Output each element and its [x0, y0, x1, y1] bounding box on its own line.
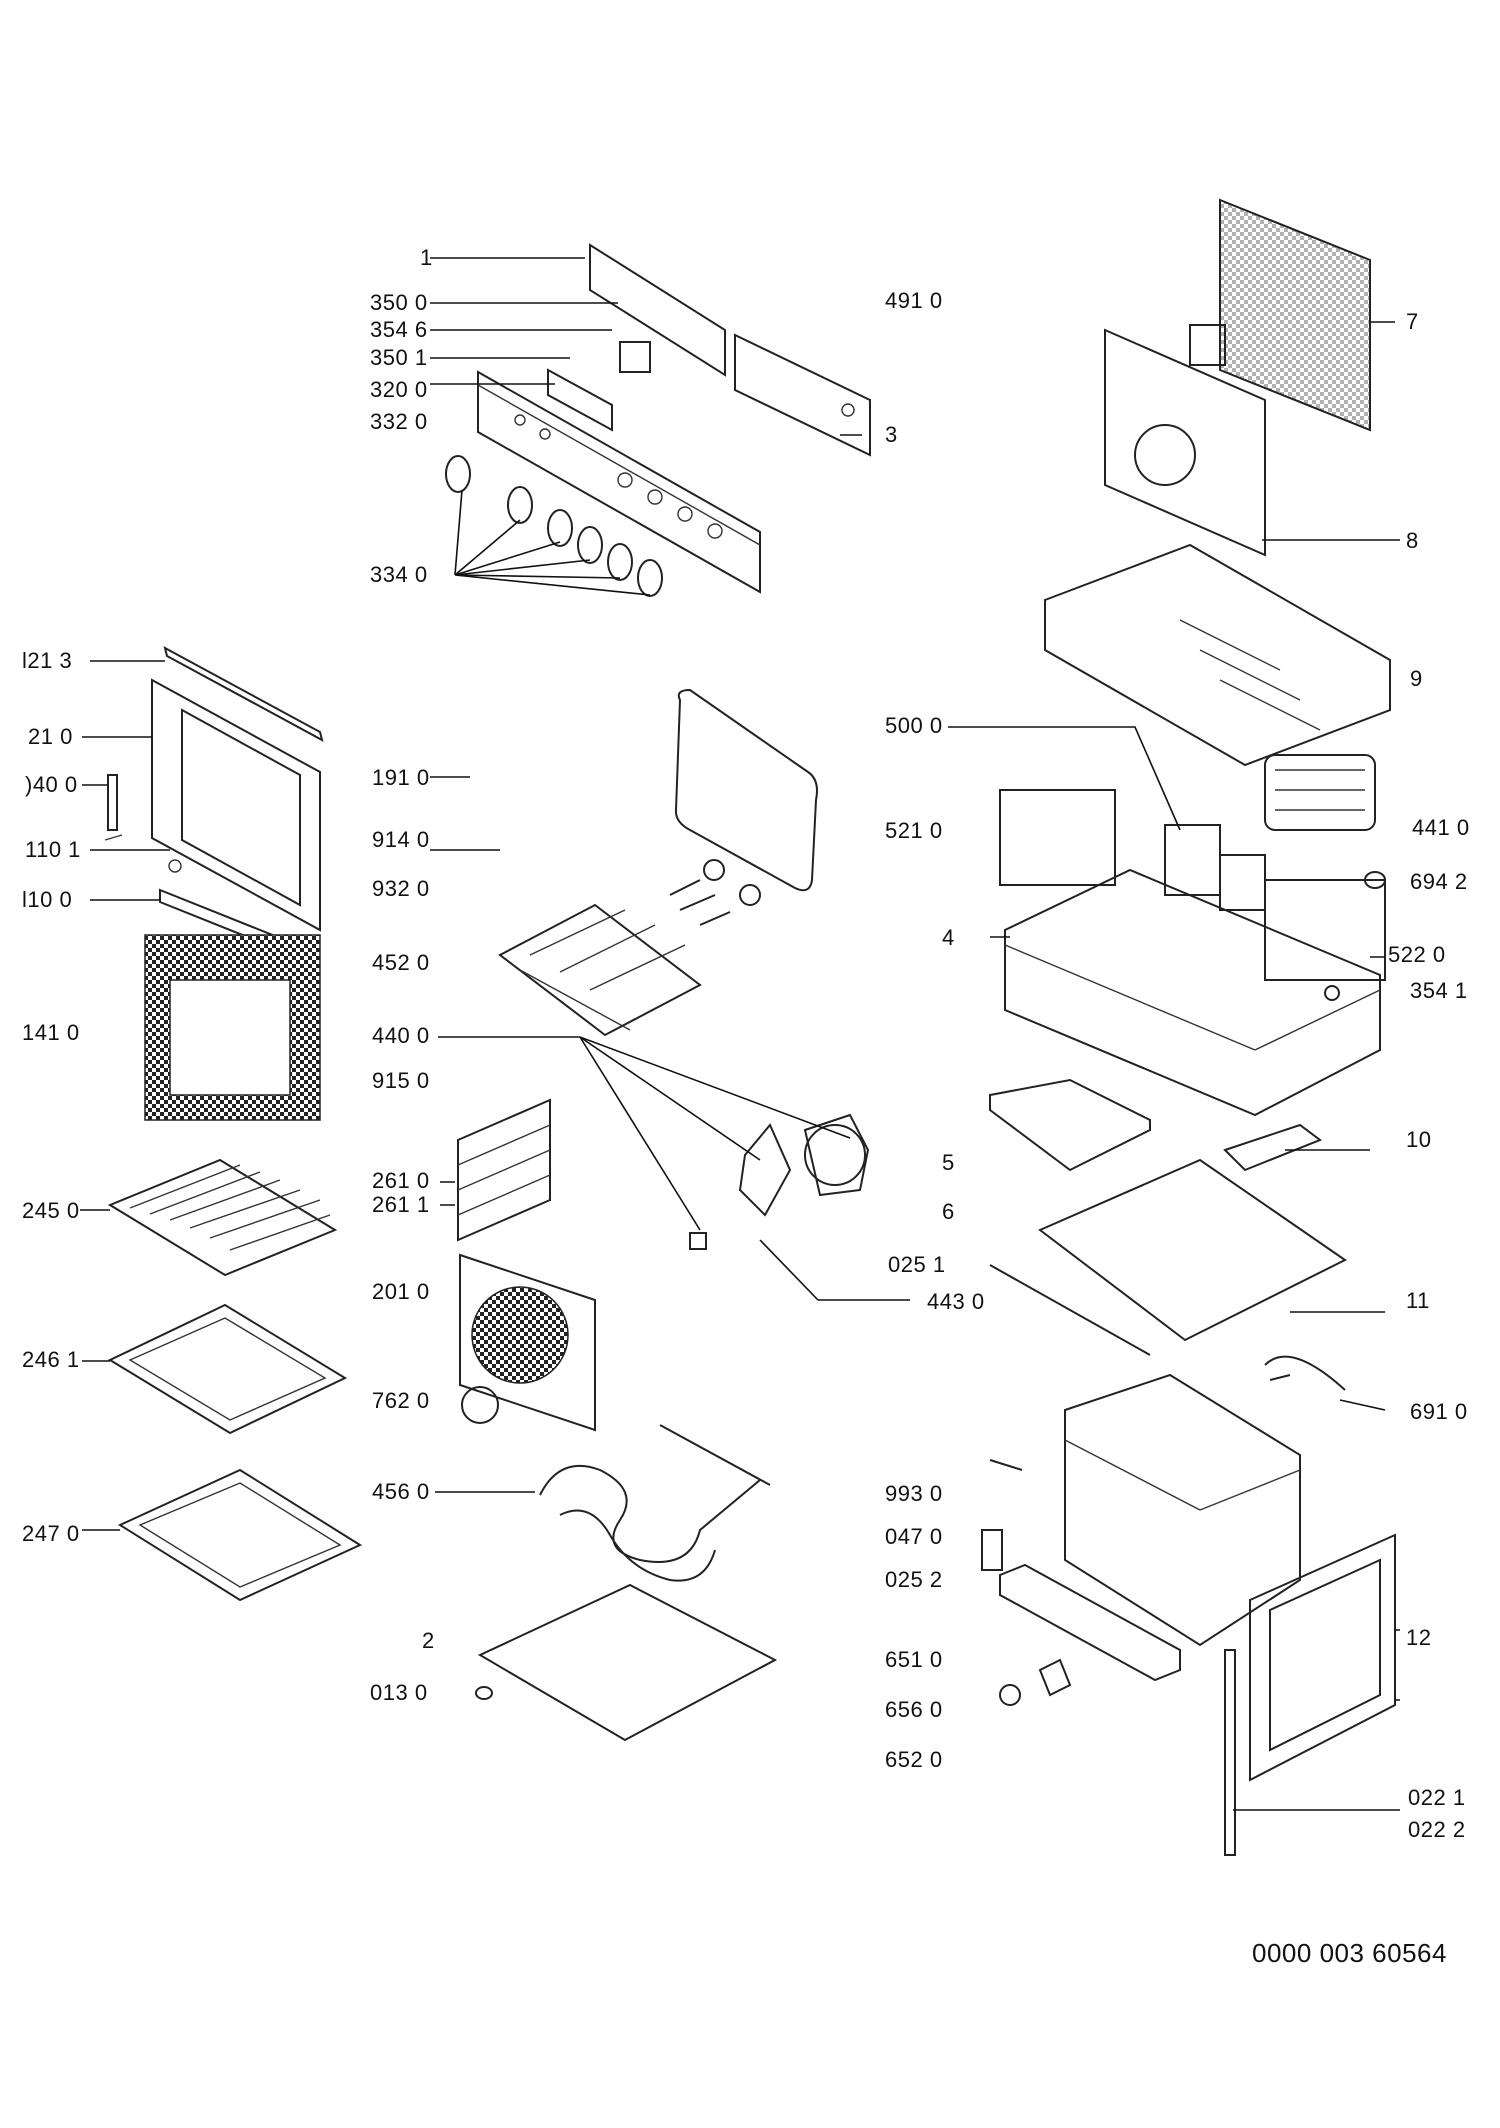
label-245-0: 245 0 [22, 1198, 80, 1223]
label-3: 3 [885, 422, 898, 447]
label-246-1: 246 1 [22, 1347, 80, 1372]
label-110-0: l10 0 [22, 887, 73, 912]
label-11: 11 [1406, 1288, 1430, 1313]
label-993-0: 993 0 [885, 1481, 943, 1506]
label-691-0: 691 0 [1410, 1399, 1468, 1424]
label-261-1: 261 1 [372, 1192, 430, 1217]
side-runners-group [440, 1098, 551, 1242]
label-915-0: 915 0 [372, 1068, 430, 1093]
label-932-0: 932 0 [372, 876, 430, 901]
label-7: 7 [1406, 309, 1419, 334]
label-2: 2 [422, 1628, 435, 1653]
label-452-0: 452 0 [372, 950, 430, 975]
bottom-cover-group [475, 1583, 778, 1742]
back-panel-group [459, 1253, 596, 1432]
label-1: 1 [420, 245, 433, 270]
label-491-0: 491 0 [885, 288, 943, 313]
label-350-1: 350 1 [370, 345, 428, 370]
label-4: 4 [942, 925, 955, 950]
label-320-0: 320 0 [370, 377, 428, 402]
label-443-0: 443 0 [927, 1289, 985, 1314]
label-500-0: 500 0 [885, 713, 943, 738]
heating-element-group [435, 1424, 771, 1582]
label-022-2: 022 2 [1408, 1817, 1466, 1842]
label-191-0: 191 0 [372, 765, 430, 790]
label-247-0: 247 0 [22, 1521, 80, 1546]
cavity-group [981, 1078, 1400, 1856]
label-694-2: 694 2 [1410, 869, 1468, 894]
label-8: 8 [1406, 528, 1419, 553]
label-12: 12 [1406, 1625, 1432, 1650]
label-914-0: 914 0 [372, 827, 430, 852]
label-21-0: 21 0 [28, 724, 73, 749]
label-10: 10 [1406, 1127, 1432, 1152]
label-354-1: 354 1 [1410, 978, 1468, 1003]
door-group [82, 646, 324, 1121]
label-656-0: 656 0 [885, 1697, 943, 1722]
label-022-1: 022 1 [1408, 1785, 1466, 1810]
label-521-0: 521 0 [885, 818, 943, 843]
label-025-1: 025 1 [888, 1252, 946, 1277]
label-762-0: 762 0 [372, 1388, 430, 1413]
label-110-1: 110 1 [25, 837, 81, 862]
label-141-0: 141 0 [22, 1020, 80, 1045]
label-332-0: 332 0 [370, 409, 428, 434]
fan-group [438, 1036, 910, 1301]
label-9: 9 [1410, 666, 1423, 691]
control-panel-group [430, 243, 871, 597]
racks-trays-group [80, 1158, 363, 1602]
label-441-0: 441 0 [1412, 815, 1470, 840]
label-201-0: 201 0 [372, 1279, 430, 1304]
label-334-0: 334 0 [370, 562, 428, 587]
label-121-3: l21 3 [22, 648, 73, 673]
electronics-group [948, 726, 1386, 1117]
label-522-0: 522 0 [1388, 942, 1446, 967]
label-261-0: 261 0 [372, 1168, 430, 1193]
label-651-0: 651 0 [885, 1647, 943, 1672]
reference-code: 0000 003 60564 [1252, 1938, 1447, 1968]
center-upper-group [430, 688, 818, 1037]
label-5: 5 [942, 1150, 955, 1175]
rear-panels-group [1044, 198, 1400, 767]
label-652-0: 652 0 [885, 1747, 943, 1772]
label-040-0: )40 0 [25, 772, 78, 797]
label-047-0: 047 0 [885, 1524, 943, 1549]
label-354-6: 354 6 [370, 317, 428, 342]
label-456-0: 456 0 [372, 1479, 430, 1504]
label-350-0: 350 0 [370, 290, 428, 315]
label-6: 6 [942, 1199, 955, 1224]
label-025-2: 025 2 [885, 1567, 943, 1592]
label-013-0: 013 0 [370, 1680, 428, 1705]
label-440-0: 440 0 [372, 1023, 430, 1048]
